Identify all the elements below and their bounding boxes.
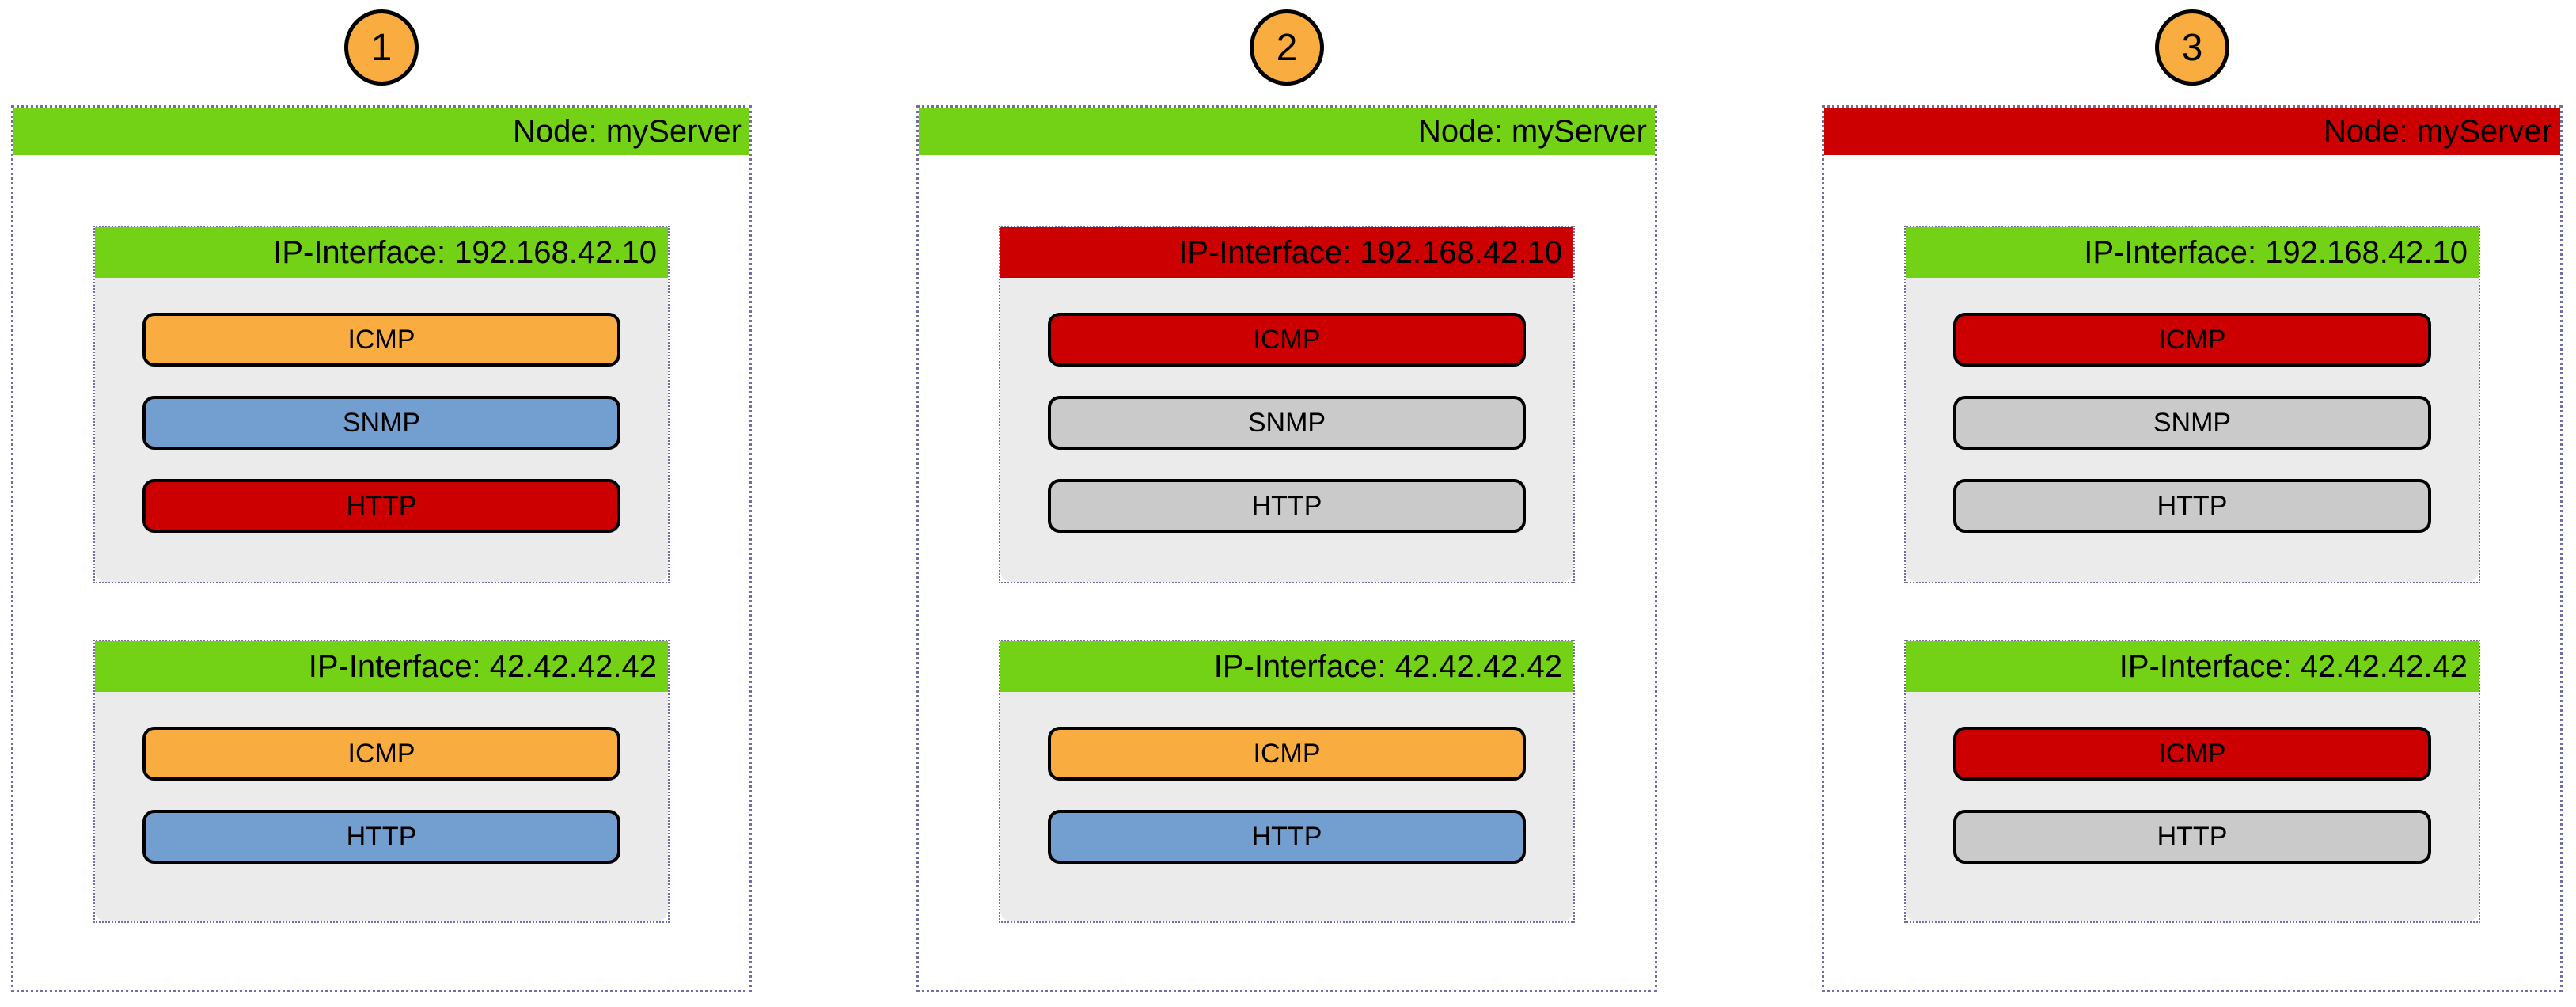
service-button-snmp: SNMP xyxy=(1953,396,2431,450)
ip-interface-label: IP-Interface: 42.42.42.42 xyxy=(2119,648,2468,684)
service-button-icmp: ICMP xyxy=(1953,727,2431,781)
service-button-http: HTTP xyxy=(1953,479,2431,533)
service-label: SNMP xyxy=(1247,407,1326,438)
service-label: ICMP xyxy=(347,738,415,769)
ip-interface-header: IP-Interface: 42.42.42.42 xyxy=(1000,641,1573,692)
node-panel-2: 2 Node: myServer IP-Interface: 192.168.4… xyxy=(916,0,1657,1007)
step-badge-label: 1 xyxy=(370,26,393,69)
service-label: ICMP xyxy=(1253,738,1321,769)
ip-interface-box-1: IP-Interface: 192.168.42.10 ICMP SNMP HT… xyxy=(999,226,1575,583)
ip-interface-box-1: IP-Interface: 192.168.42.10 ICMP SNMP HT… xyxy=(1904,226,2480,583)
ip-interface-label: IP-Interface: 192.168.42.10 xyxy=(2084,234,2468,270)
service-label: HTTP xyxy=(1251,821,1322,852)
service-label: HTTP xyxy=(346,821,417,852)
ip-interface-box-1: IP-Interface: 192.168.42.10 ICMP SNMP HT… xyxy=(93,226,670,583)
ip-interface-header: IP-Interface: 192.168.42.10 xyxy=(95,227,668,278)
node-label: Node: myServer xyxy=(1418,113,1647,149)
service-list: ICMP SNMP HTTP xyxy=(1000,278,1573,582)
node-label: Node: myServer xyxy=(513,113,742,149)
ip-interface-header: IP-Interface: 192.168.42.10 xyxy=(1906,227,2479,278)
ip-interface-label: IP-Interface: 42.42.42.42 xyxy=(308,648,657,684)
service-label: HTTP xyxy=(1251,490,1322,521)
step-badge-label: 2 xyxy=(1276,26,1298,69)
service-button-icmp: ICMP xyxy=(142,313,620,367)
service-button-http: HTTP xyxy=(142,810,620,864)
service-button-icmp: ICMP xyxy=(1048,313,1526,367)
step-badge-label: 3 xyxy=(2181,26,2203,69)
ip-interface-label: IP-Interface: 192.168.42.10 xyxy=(273,234,657,270)
service-button-http: HTTP xyxy=(1048,810,1526,864)
service-label: SNMP xyxy=(342,407,421,438)
node-label: Node: myServer xyxy=(2324,113,2552,149)
ip-interface-header: IP-Interface: 42.42.42.42 xyxy=(1906,641,2479,692)
service-button-icmp: ICMP xyxy=(142,727,620,781)
service-list: ICMP HTTP xyxy=(95,692,668,922)
service-label: HTTP xyxy=(346,490,417,521)
service-button-http: HTTP xyxy=(142,479,620,533)
service-button-http: HTTP xyxy=(1953,810,2431,864)
service-list: ICMP SNMP HTTP xyxy=(95,278,668,582)
ip-interface-box-2: IP-Interface: 42.42.42.42 ICMP HTTP xyxy=(999,640,1575,923)
service-label: ICMP xyxy=(2158,738,2226,769)
node-panel-3: 3 Node: myServer IP-Interface: 192.168.4… xyxy=(1822,0,2563,1007)
service-button-snmp: SNMP xyxy=(142,396,620,450)
service-label: ICMP xyxy=(2158,324,2226,355)
ip-interface-label: IP-Interface: 42.42.42.42 xyxy=(1213,648,1562,684)
node-header: Node: myServer xyxy=(1824,108,2560,155)
service-label: ICMP xyxy=(347,324,415,355)
service-button-icmp: ICMP xyxy=(1048,727,1526,781)
node-panel-1: 1 Node: myServer IP-Interface: 192.168.4… xyxy=(11,0,752,1007)
ip-interface-header: IP-Interface: 192.168.42.10 xyxy=(1000,227,1573,278)
step-badge: 1 xyxy=(344,10,419,86)
node-header: Node: myServer xyxy=(919,108,1655,155)
service-list: ICMP SNMP HTTP xyxy=(1906,278,2479,582)
service-label: HTTP xyxy=(2157,821,2228,852)
service-label: SNMP xyxy=(2153,407,2232,438)
service-label: ICMP xyxy=(1253,324,1321,355)
service-button-snmp: SNMP xyxy=(1048,396,1526,450)
step-badge: 3 xyxy=(2155,10,2229,86)
service-button-http: HTTP xyxy=(1048,479,1526,533)
ip-interface-header: IP-Interface: 42.42.42.42 xyxy=(95,641,668,692)
service-label: HTTP xyxy=(2157,490,2228,521)
ip-interface-box-2: IP-Interface: 42.42.42.42 ICMP HTTP xyxy=(93,640,670,923)
ip-interface-box-2: IP-Interface: 42.42.42.42 ICMP HTTP xyxy=(1904,640,2480,923)
ip-interface-label: IP-Interface: 192.168.42.10 xyxy=(1178,234,1562,270)
node-header: Node: myServer xyxy=(13,108,749,155)
step-badge: 2 xyxy=(1250,10,1324,86)
service-button-icmp: ICMP xyxy=(1953,313,2431,367)
service-list: ICMP HTTP xyxy=(1000,692,1573,922)
service-list: ICMP HTTP xyxy=(1906,692,2479,922)
